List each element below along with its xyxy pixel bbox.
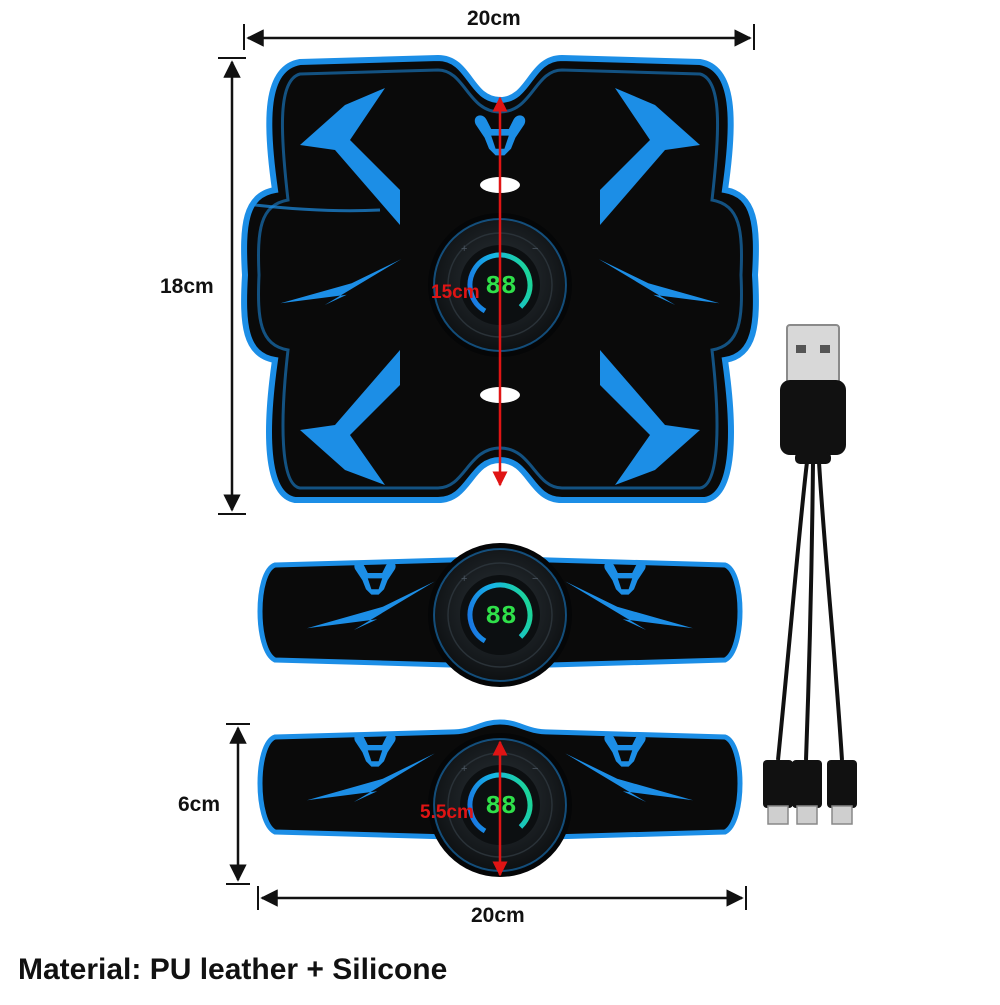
strip-pad-1: 88 — [257, 543, 743, 687]
usb-cable-icon — [763, 324, 857, 825]
strip-height-label: 6cm — [178, 793, 221, 816]
large-pad-inner-label: 15cm — [431, 282, 480, 303]
large-pad-height-label: 18cm — [160, 275, 214, 298]
strip-pad-1-display: 88 — [485, 601, 516, 631]
strip-width-label: 20cm — [471, 904, 525, 927]
large-pad: 88 — [241, 54, 759, 503]
large-pad-width-label: 20cm — [467, 7, 521, 30]
strip-inner-label: 5.5cm — [420, 802, 474, 823]
material-caption: Material: PU leather + Silicone — [18, 953, 448, 986]
strip-pad-2: 88 — [257, 719, 743, 877]
